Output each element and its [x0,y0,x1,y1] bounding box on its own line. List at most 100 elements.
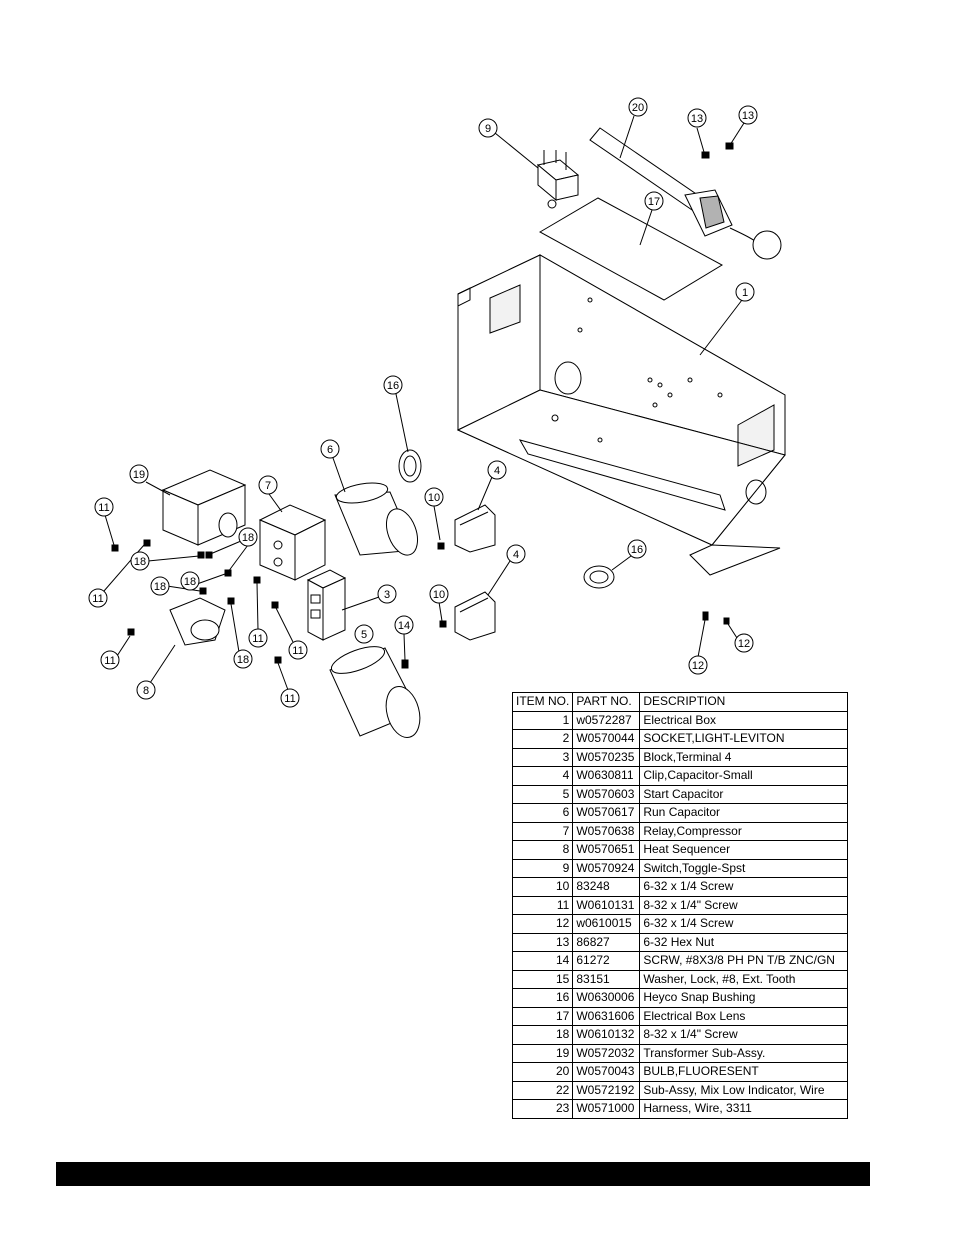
callout-circle [377,584,397,604]
callout-label: 11 [284,693,295,705]
item-number-cell: 20 [511,1062,574,1082]
description-cell: Relay,Compressor [639,821,848,841]
callout-label: 7 [265,480,271,492]
callout-c-13b: 13 [738,105,758,125]
callout-label: 10 [428,492,440,504]
callout-label: 10 [433,589,445,601]
callout-label: 11 [92,593,103,605]
callout-circle [320,439,340,459]
callout-c-11d: 11 [288,640,308,660]
callout-c-1: 1 [735,282,755,302]
header-part-no: PART NO. [572,692,641,712]
relay-drawing [258,504,327,581]
callout-circle [487,460,507,480]
callout-circle [735,282,755,302]
item-number-cell: 4 [511,766,574,786]
item-number-cell: 3 [511,747,574,767]
callout-circle [150,576,170,596]
part-number-cell: W0571000 [572,1099,641,1119]
callout-circle [233,649,253,669]
callout-label: 13 [691,113,703,125]
description-cell: 8-32 x 1/4" Screw [639,1025,848,1045]
callout-circle [506,544,526,564]
callout-c-11b: 11 [88,588,108,608]
callout-c-9: 9 [478,118,498,138]
callout-c-10b: 10 [429,584,449,604]
description-cell: SOCKET,LIGHT-LEVITON [639,729,848,749]
callout-circle [136,680,156,700]
callout-circle [734,633,754,653]
callout-c-8: 8 [136,680,156,700]
description-cell: Electrical Box [639,710,848,730]
part-number-cell: W0570651 [572,840,641,860]
callout-circle [394,615,414,635]
bulb-drawing [589,127,782,260]
part-number-cell: W0570617 [572,803,641,823]
part-number-cell: w0572287 [572,710,641,730]
item-number-cell: 7 [511,821,574,841]
callout-c-18e: 18 [233,649,253,669]
description-cell: Switch,Toggle-Spst [639,858,848,878]
part-number-cell: W0572032 [572,1043,641,1063]
callout-c-11a: 11 [94,497,114,517]
description-cell: Start Capacitor [639,784,848,804]
part-number-cell: W0570603 [572,784,641,804]
callout-c-16b: 16 [627,539,647,559]
callout-circle [644,191,664,211]
callout-c-6: 6 [320,439,340,459]
part-number-cell: W0570043 [572,1062,641,1082]
switch-drawing [536,150,580,209]
part-number-cell: W0572192 [572,1080,641,1100]
callout-label: 18 [154,581,166,593]
callout-circle [88,588,108,608]
run-capacitor-drawing [334,482,419,556]
callout-circle [258,475,278,495]
item-number-cell: 13 [511,932,574,952]
item-number-cell: 9 [511,858,574,878]
callout-c-7: 7 [258,475,278,495]
description-cell: SCRW, #8X3/8 PH PN T/B ZNC/GN [639,951,848,971]
item-number-cell: 18 [511,1025,574,1045]
callout-label: 11 [292,645,303,657]
callout-circle [238,527,258,547]
description-cell: 6-32 x 1/4 Screw [639,914,848,934]
callout-c-4a: 4 [487,460,507,480]
part-number-cell: W0570235 [572,747,641,767]
part-number-cell: W0570638 [572,821,641,841]
header-description: DESCRIPTION [639,692,848,712]
callout-circle [383,375,403,395]
item-number-cell: 10 [511,877,574,897]
callout-label: 12 [692,660,704,672]
callout-label: 5 [361,629,367,641]
callout-label: 17 [648,196,660,208]
leader-lines [103,115,745,691]
item-number-cell: 1 [511,710,574,730]
description-cell: BULB,FLUORESENT [639,1062,848,1082]
parts-table-header-row: ITEM NO. PART NO. DESCRIPTION [511,692,848,712]
description-cell: Harness, Wire, 3311 [639,1099,848,1119]
part-number-cell: W0610132 [572,1025,641,1045]
callout-circle [738,105,758,125]
part-number-cell: 83248 [572,877,641,897]
part-number-cell: W0631606 [572,1006,641,1026]
description-cell: 8-32 x 1/4" Screw [639,895,848,915]
item-number-cell: 6 [511,803,574,823]
callout-circle [628,97,648,117]
callout-label: 11 [98,502,109,514]
item-number-cell: 22 [511,1080,574,1100]
callout-c-3: 3 [377,584,397,604]
part-number-cell: w0610015 [572,914,641,934]
callout-c-11c: 11 [248,628,268,648]
transformer-drawing [161,469,247,546]
callout-label: 4 [513,549,519,561]
description-cell: Washer, Lock, #8, Ext. Tooth [639,969,848,989]
